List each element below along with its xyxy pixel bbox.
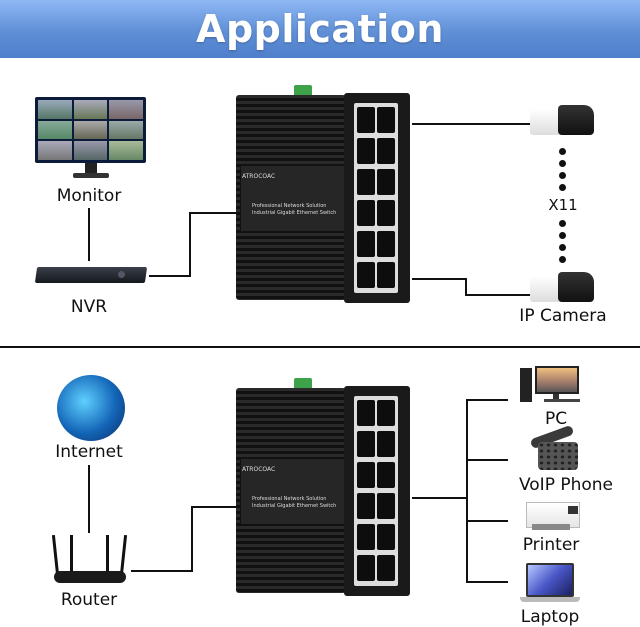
- ethernet-port: [377, 431, 395, 457]
- dot: [559, 184, 566, 191]
- ethernet-port: [377, 231, 395, 257]
- connector-line: [466, 399, 468, 582]
- connector-line: [131, 570, 193, 572]
- section-divider: [0, 346, 640, 348]
- ethernet-port: [377, 262, 395, 288]
- connector-line: [466, 520, 508, 522]
- switch-description: Professional Network Solution Industrial…: [252, 496, 336, 510]
- ethernet-port: [357, 431, 375, 457]
- voip-phone-label: VoIP Phone: [518, 475, 614, 495]
- connector-line: [191, 506, 239, 508]
- dot: [559, 256, 566, 263]
- connector-line: [466, 459, 508, 461]
- switch-front: [344, 386, 410, 596]
- connector-line: [412, 123, 530, 125]
- ethernet-port: [377, 462, 395, 488]
- page-title: Application: [196, 7, 444, 51]
- ethernet-port: [357, 493, 375, 519]
- ip-camera-icon: [530, 270, 596, 306]
- switch-text-line: Professional Network Solution: [252, 203, 327, 209]
- ethernet-port: [377, 138, 395, 164]
- connector-line: [191, 506, 193, 572]
- globe-icon: [57, 375, 125, 441]
- printer-label: Printer: [522, 535, 580, 555]
- ethernet-port: [377, 493, 395, 519]
- power-terminal: [294, 378, 312, 390]
- connector-line: [466, 399, 508, 401]
- ethernet-port: [357, 462, 375, 488]
- ethernet-port: [357, 138, 375, 164]
- printer-icon: [524, 500, 582, 532]
- laptop-label: Laptop: [520, 607, 580, 627]
- pc-icon: [520, 366, 582, 406]
- port-panel: [354, 396, 398, 586]
- connector-line: [88, 208, 90, 261]
- dot: [559, 244, 566, 251]
- connector-line: [465, 294, 530, 296]
- ip-camera-label: IP Camera: [519, 306, 607, 326]
- dot: [559, 220, 566, 227]
- brand-logo: ATROCOAC: [242, 173, 276, 180]
- monitor-label: Monitor: [56, 186, 122, 206]
- ethernet-port: [357, 200, 375, 226]
- switch-description: Professional Network Solution Industrial…: [252, 203, 336, 217]
- ethernet-port: [357, 231, 375, 257]
- ethernet-switch: ATROCOAC Professional Network Solution I…: [236, 378, 414, 596]
- nvr-label: NVR: [70, 297, 108, 317]
- dot: [559, 148, 566, 155]
- ethernet-port: [377, 555, 395, 581]
- ethernet-port: [377, 524, 395, 550]
- brand-logo: ATROCOAC: [242, 466, 276, 473]
- pc-label: PC: [544, 409, 568, 429]
- router-label: Router: [60, 590, 118, 610]
- connector-line: [412, 278, 467, 280]
- voip-phone-icon: [524, 424, 582, 474]
- switch-text-line: Professional Network Solution: [252, 496, 327, 502]
- camera-count: X11: [548, 196, 578, 214]
- port-panel: [354, 103, 398, 293]
- connector-line: [88, 465, 90, 533]
- ethernet-port: [357, 107, 375, 133]
- ethernet-port: [357, 169, 375, 195]
- ethernet-port: [377, 169, 395, 195]
- nvr-icon: [34, 265, 148, 287]
- dot: [559, 160, 566, 167]
- connector-line: [189, 212, 191, 277]
- monitor-icon: [35, 97, 146, 180]
- internet-label: Internet: [55, 442, 123, 462]
- ethernet-port: [377, 400, 395, 426]
- switch-front: [344, 93, 410, 303]
- router-icon: [51, 534, 128, 585]
- laptop-icon: [520, 563, 580, 605]
- ethernet-port: [357, 400, 375, 426]
- ethernet-port: [357, 262, 375, 288]
- switch-text-line: Industrial Gigabit Ethernet Switch: [252, 503, 337, 509]
- dot: [559, 232, 566, 239]
- switch-text-line: Industrial Gigabit Ethernet Switch: [252, 210, 337, 216]
- connector-line: [189, 212, 239, 214]
- ethernet-port: [357, 555, 375, 581]
- connector-line: [466, 581, 508, 583]
- ethernet-port: [357, 524, 375, 550]
- dot: [559, 172, 566, 179]
- header-banner: Application: [0, 0, 640, 58]
- ip-camera-icon: [530, 103, 596, 139]
- ethernet-port: [377, 107, 395, 133]
- connector-line: [465, 278, 467, 295]
- power-terminal: [294, 85, 312, 97]
- ethernet-port: [377, 200, 395, 226]
- connector-line: [412, 497, 468, 499]
- connector-line: [149, 275, 191, 277]
- ethernet-switch: ATROCOAC Professional Network Solution I…: [236, 85, 414, 303]
